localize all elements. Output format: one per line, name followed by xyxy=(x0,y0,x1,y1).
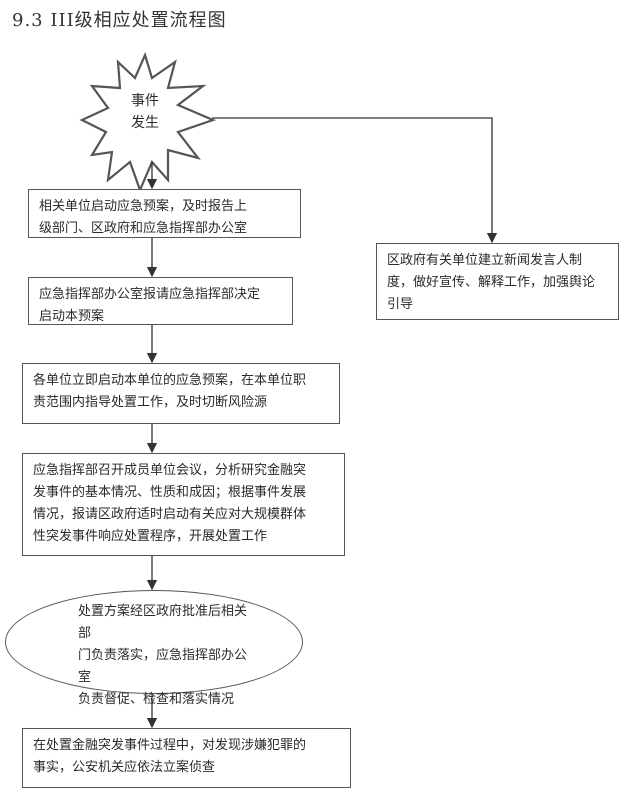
start-node-label: 事件 发生 xyxy=(131,93,159,131)
step6-text: 在处置金融突发事件过程中，对发现涉嫌犯罪的 事实，公安机关应依法立案侦查 xyxy=(33,738,307,775)
step4-box: 应急指挥部召开成员单位会议，分析研究金融突 发事件的基本情况、性质和成因；根据事… xyxy=(22,453,345,556)
side-text: 区政府有关单位建立新闻发言人制 度，做好宣传、解释工作，加强舆论 引导 xyxy=(387,253,596,312)
step2-box: 应急指挥部办公室报请应急指挥部决定 启动本预案 xyxy=(28,277,293,325)
arrow-start-to-side xyxy=(212,117,498,244)
step2-text: 应急指挥部办公室报请应急指挥部决定 启动本预案 xyxy=(39,287,261,324)
step5-ellipse: 处置方案经区政府批准后相关部 门负责落实，应急指挥部办公室 负责督促、检查和落实… xyxy=(5,590,303,707)
step4-text: 应急指挥部召开成员单位会议，分析研究金融突 发事件的基本情况、性质和成因；根据事… xyxy=(33,463,307,544)
step3-text: 各单位立即启动本单位的应急预案，在本单位职 责范围内指导处置工作，及时切断风险源 xyxy=(33,373,307,410)
step5-text: 处置方案经区政府批准后相关部 门负责落实，应急指挥部办公室 负责督促、检查和落实… xyxy=(78,604,248,707)
page-title: 9.3 III级相应处置流程图 xyxy=(12,10,227,31)
step1-box: 相关单位启动应急预案，及时报告上 级部门、区政府和应急指挥部办公室 xyxy=(28,189,301,238)
step6-box: 在处置金融突发事件过程中，对发现涉嫌犯罪的 事实，公安机关应依法立案侦查 xyxy=(22,728,351,788)
side-box: 区政府有关单位建立新闻发言人制 度，做好宣传、解释工作，加强舆论 引导 xyxy=(376,243,619,320)
step1-text: 相关单位启动应急预案，及时报告上 级部门、区政府和应急指挥部办公室 xyxy=(39,199,248,236)
step3-box: 各单位立即启动本单位的应急预案，在本单位职 责范围内指导处置工作，及时切断风险源 xyxy=(22,363,340,424)
